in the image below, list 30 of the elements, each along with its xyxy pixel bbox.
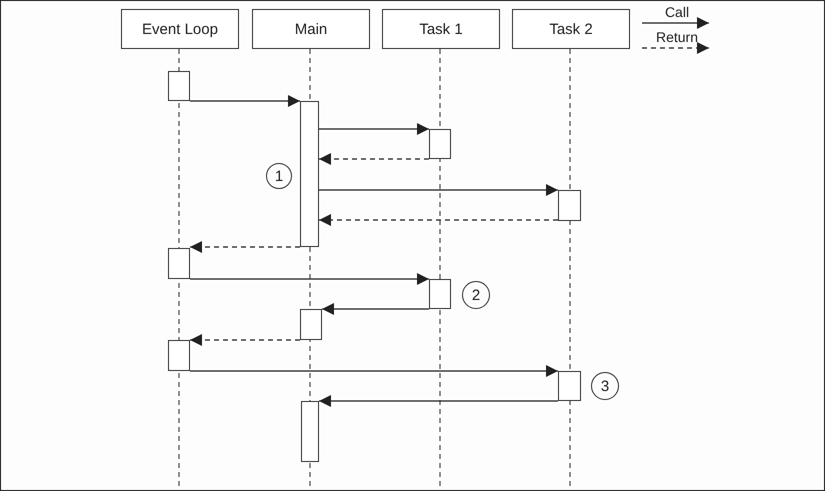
call-arrow: [190, 365, 558, 377]
return-arrow: [319, 214, 558, 226]
lifeline-header: Task 2: [512, 9, 630, 49]
lifeline-header: Event Loop: [121, 9, 239, 49]
return-arrow: [190, 334, 300, 346]
return-arrow: [319, 153, 429, 165]
activation-bar: [429, 279, 451, 309]
call-arrow: [190, 273, 429, 285]
activation-bar: [300, 101, 319, 247]
activation-bar: [558, 371, 581, 401]
call-arrow: [319, 123, 429, 135]
legend-label: Return: [654, 29, 700, 45]
step-number: 3: [591, 372, 619, 400]
activation-bar: [168, 340, 190, 371]
activation-bar: [429, 129, 451, 159]
lifeline-header: Main: [252, 9, 370, 49]
step-number: 1: [266, 163, 292, 189]
activation-bar: [558, 190, 581, 221]
return-arrow: [190, 241, 300, 253]
call-arrow: [190, 95, 300, 107]
activation-bar: [168, 71, 190, 101]
activation-bar: [300, 309, 322, 340]
activation-bar: [301, 401, 319, 462]
call-arrow: [322, 303, 429, 315]
legend-label: Call: [664, 4, 690, 20]
lifeline-header: Task 1: [382, 9, 500, 49]
call-arrow: [319, 395, 558, 407]
activation-bar: [168, 248, 190, 279]
step-number: 2: [462, 281, 490, 309]
call-arrow: [319, 184, 558, 196]
